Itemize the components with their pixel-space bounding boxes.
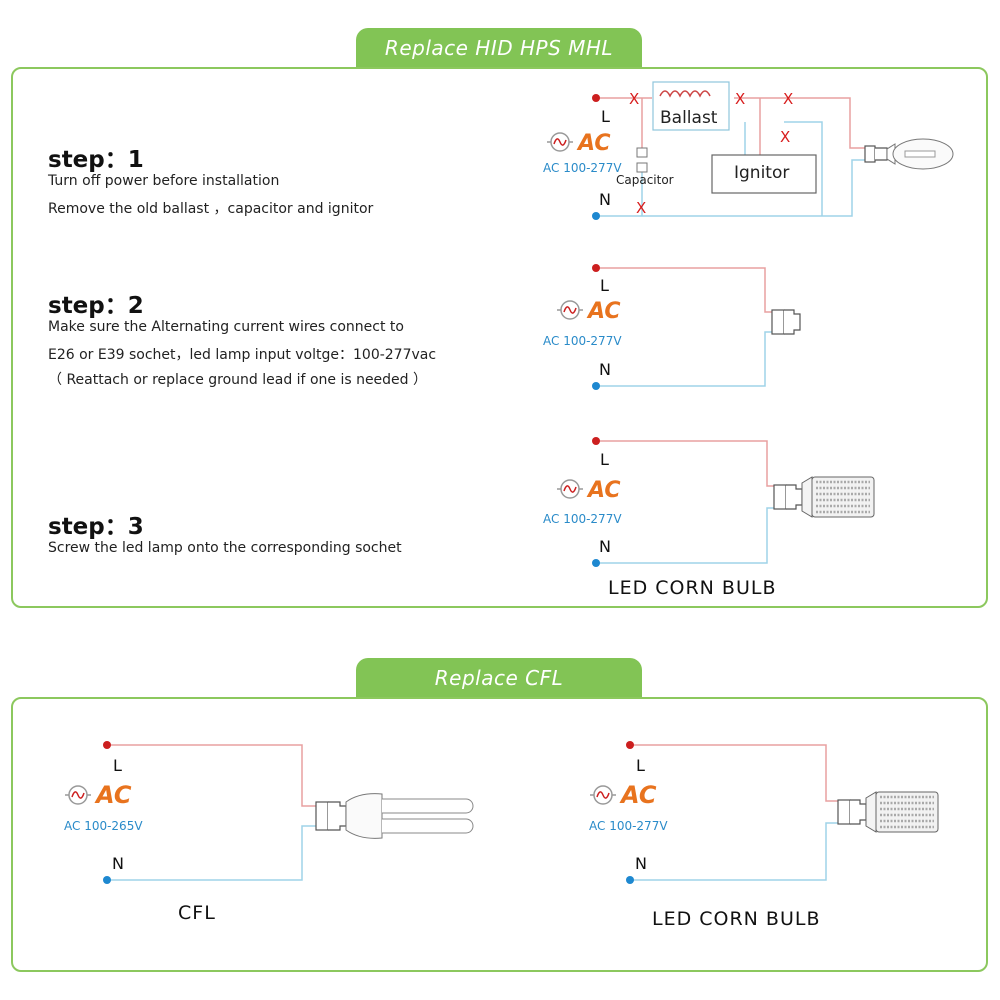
led-cfl-diagram: L N AC AC 100-277V [589,741,940,884]
neutral-label: N [599,537,611,556]
step-2-line-1: Make sure the Alternating current wires … [48,319,404,335]
led-corn-bulb-icon [772,475,876,519]
live-terminal [103,741,111,749]
cfl-diagram: L N AC AC 100-265V [64,741,474,884]
section-tab-hid: Replace HID HPS MHL [356,28,642,68]
section-tab-cfl: Replace CFL [356,658,642,698]
ac-source-icon [546,132,574,152]
neutral-terminal [592,559,600,567]
cut-mark: X [636,199,646,217]
led-corn-bulb-label-cfl: LED CORN BULB [652,908,821,930]
led-corn-bulb-icon [836,790,940,834]
ac-range-label: AC 100-277V [543,512,622,526]
cut-mark: X [780,128,790,146]
neutral-terminal [592,382,600,390]
ac-source-icon [589,785,617,805]
live-label: L [636,756,645,775]
neutral-label: N [599,190,611,209]
neutral-label: N [599,360,611,379]
ignitor-label: Ignitor [734,163,789,183]
socket-diagram: L N AC AC 100-277V [543,264,801,390]
ac-source-icon [556,479,584,499]
ac-label: AC [576,131,611,156]
neutral-terminal [103,876,111,884]
live-label: L [600,450,609,469]
step-2-line-2: E26 or E39 sochet，led lamp input voltge：… [48,347,437,363]
ac-range-label: AC 100-277V [543,334,622,348]
ac-range-label: AC 100-277V [543,161,622,175]
hid-diagram: L N AC AC 100-277V Ballast Ignitor Capac… [543,81,954,220]
ac-range-label: AC 100-277V [589,819,668,833]
step-2-line-3: （ Reattach or replace ground lead if one… [48,372,428,388]
ac-source-icon [556,300,584,320]
neutral-terminal [626,876,634,884]
live-terminal [592,437,600,445]
ac-label: AC [586,299,621,324]
ac-range-label: AC 100-265V [64,819,143,833]
step-1-line-1: Turn off power before installation [48,173,280,189]
ballast-box [652,81,730,131]
cut-mark: X [629,90,639,108]
ac-label: AC [586,478,621,503]
ac-label: AC [619,781,657,809]
ballast-label: Ballast [660,108,718,128]
step-3-title: step：3 [48,514,144,540]
neutral-label: N [112,854,124,873]
cfl-label: CFL [178,902,216,924]
cut-mark: X [783,90,793,108]
live-label: L [601,107,610,126]
section-panel-hid [11,67,988,608]
live-label: L [113,756,122,775]
step-3-line-1: Screw the led lamp onto the correspondin… [48,540,402,556]
cut-mark: X [735,90,745,108]
step-1-title: step：1 [48,147,144,173]
capacitor-label: Capacitor [616,173,674,187]
step-1-line-2: Remove the old ballast ，capacitor and ig… [48,201,374,217]
led-diagram: L N AC AC 100-277V [543,437,876,567]
live-terminal [592,94,600,102]
ac-label: AC [94,781,132,809]
ignitor-box [711,154,817,194]
live-label: L [600,276,609,295]
section-panel-cfl [11,697,988,972]
neutral-label: N [635,854,647,873]
live-terminal [626,741,634,749]
step-2-title: step：2 [48,293,144,319]
neutral-terminal [592,212,600,220]
live-terminal [592,264,600,272]
hid-lamp-icon [864,138,954,170]
socket-icon [771,309,801,335]
cfl-bulb-icon [315,793,474,839]
led-corn-bulb-label-hid: LED CORN BULB [608,577,777,599]
ac-source-icon [64,785,92,805]
